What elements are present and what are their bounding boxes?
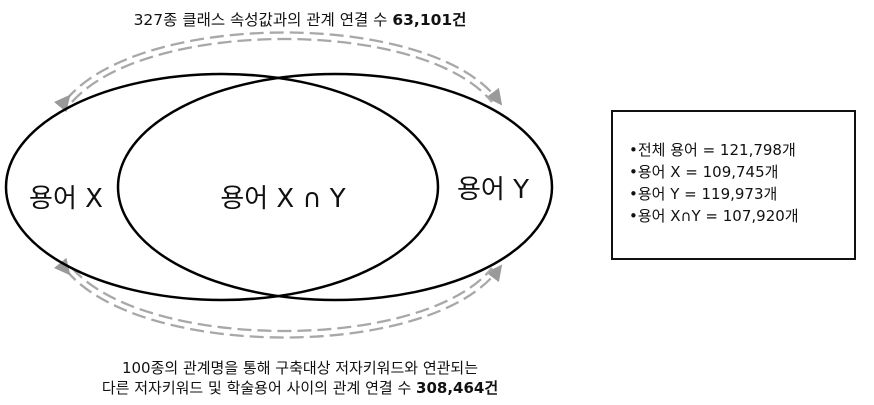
label-term-x: 용어 X	[29, 184, 103, 214]
label-term-intersection: 용어 X ∩ Y	[220, 184, 345, 214]
top-relation-arrow	[53, 31, 503, 113]
bottom-caption: 100종의 관계명을 통해 구축대상 저자키워드와 연관되는 다른 저자키워드 …	[0, 358, 600, 398]
top-caption: 327종 클래스 속성값과의 관계 연결 수 63,101건	[0, 8, 600, 30]
top-caption-count: 63,101건	[392, 11, 467, 29]
stats-item-term-y: 용어 Y = 119,973개	[629, 183, 854, 205]
label-term-y: 용어 Y	[457, 175, 529, 205]
ellipse-term-y	[116, 72, 554, 302]
stats-list: 전체 용어 = 121,798개 용어 X = 109,745개 용어 Y = …	[629, 139, 854, 227]
ellipse-term-x	[4, 72, 440, 302]
stats-box: 전체 용어 = 121,798개 용어 X = 109,745개 용어 Y = …	[611, 110, 856, 260]
stats-item-total: 전체 용어 = 121,798개	[629, 139, 854, 161]
stats-item-intersection: 용어 X∩Y = 107,920개	[629, 205, 854, 227]
bottom-caption-count: 308,464건	[416, 379, 499, 397]
stats-item-term-x: 용어 X = 109,745개	[629, 161, 854, 183]
top-caption-text: 327종 클래스 속성값과의 관계 연결 수	[133, 11, 393, 29]
venn-diagram: 용어 X 용어 X ∩ Y 용어 Y	[4, 31, 554, 339]
bottom-caption-line2-text: 다른 저자키워드 및 학술용어 사이의 관계 연결 수	[101, 379, 417, 397]
bottom-caption-line1: 100종의 관계명을 통해 구축대상 저자키워드와 연관되는	[121, 359, 479, 377]
bottom-caption-line2: 다른 저자키워드 및 학술용어 사이의 관계 연결 수 308,464건	[0, 378, 600, 398]
bottom-relation-arrow	[53, 257, 503, 339]
